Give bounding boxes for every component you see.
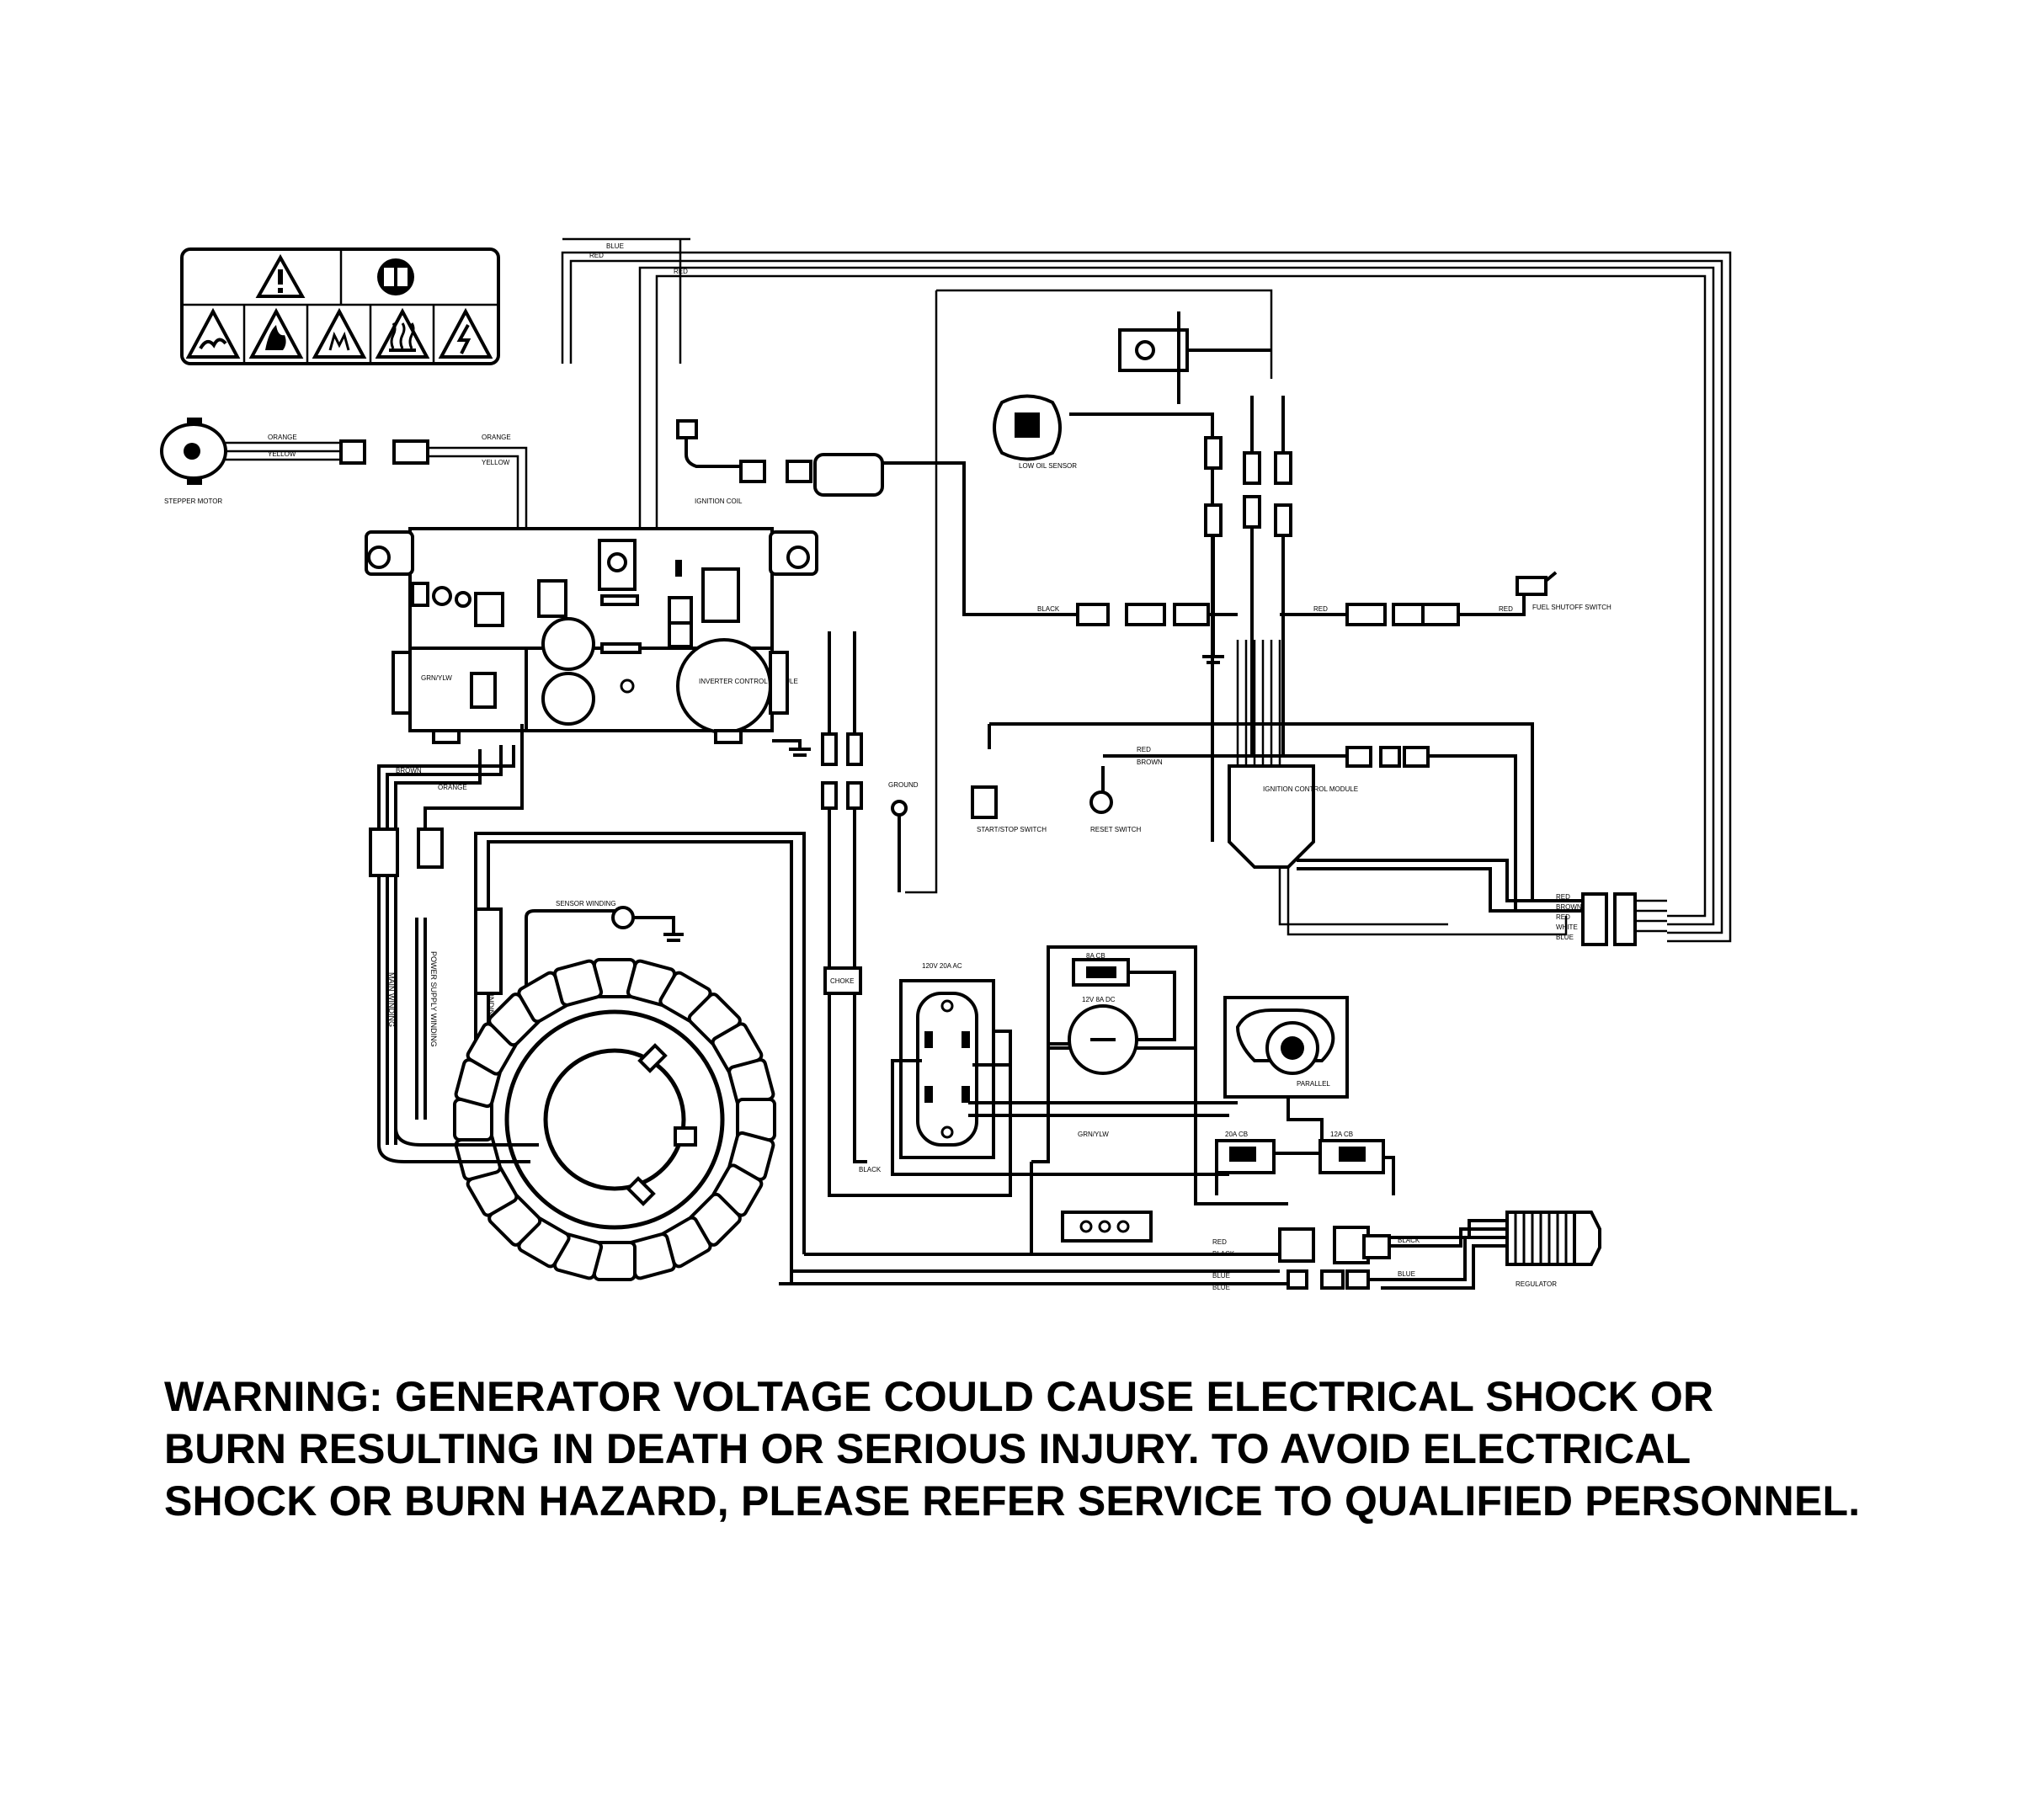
toxic-fumes-icon: [185, 307, 241, 359]
electric-shock-icon: [438, 307, 493, 359]
inverter-module-label: INVERTER CONTROL MODULE: [699, 678, 798, 685]
wire-label: GRN/YLW: [1078, 1131, 1109, 1138]
inverter-control-module: INVERTER CONTROL MODULE GRN/YLW: [365, 527, 818, 744]
wire-label: BLUE: [606, 242, 624, 250]
cb-dc-label: 8A CB: [1086, 952, 1105, 960]
mid-harness: BLACK RED RED FUEL SHUTOFF SWITCH: [964, 571, 1611, 626]
wire-label: RED: [674, 268, 688, 275]
ground-label: GROUND: [888, 781, 919, 789]
wire-label: BLACK: [859, 1166, 882, 1173]
wire-label: BLACK: [1037, 605, 1060, 613]
warning-line-1: WARNING: GENERATOR VOLTAGE COULD CAUSE E…: [164, 1373, 1714, 1420]
ignition-control-module-label: IGNITION CONTROL MODULE: [1263, 785, 1358, 793]
rectifier-regulator: REGULATOR RED BLACK BLUE BLUE BLACK BLUE: [779, 1211, 1601, 1291]
vertical-connectors: CHOKE GROUND: [821, 631, 919, 1197]
explosion-icon: [312, 307, 367, 359]
wire-label: BLUE: [1212, 1284, 1230, 1291]
reset-label: RESET SWITCH: [1090, 826, 1142, 833]
wire-label: RED: [1212, 1238, 1227, 1246]
sensor-bracket: [1118, 311, 1271, 404]
start-stop-label: START/STOP SWITCH: [977, 826, 1047, 833]
dc-outlet-label: 12V 8A DC: [1082, 996, 1116, 1003]
wire-label: BLACK: [1212, 1250, 1235, 1258]
wire-label: YELLOW: [268, 450, 296, 458]
warning-line-3: SHOCK OR BURN HAZARD, PLEASE REFER SERVI…: [164, 1477, 1861, 1525]
right-loop-wires: RED BROWN: [988, 722, 1583, 911]
wire-label: RED: [1556, 893, 1570, 901]
sensor-winding-label: SENSOR WINDING: [556, 900, 616, 907]
wire-label: BROWN: [1556, 903, 1582, 911]
wire-label: BLUE: [1212, 1272, 1230, 1280]
output-connector: RED BROWN RED WHITE BLUE: [1556, 892, 1667, 946]
read-manual-icon: [377, 258, 414, 295]
stepper-motor: STEPPER MOTOR ORANGE YELLOW ORANGE YELLO…: [160, 418, 528, 606]
stator: SENSOR WINDING: [377, 832, 850, 1281]
warning-triangle-icon: [255, 253, 306, 298]
cb-ac-1-label: 20A CB: [1225, 1131, 1248, 1138]
wire-label: ORANGE: [438, 784, 467, 791]
dc-outlet[interactable]: 8A CB 12V 8A DC: [1030, 945, 1288, 1256]
wire-label: BLACK: [1398, 1237, 1420, 1244]
wire-label: RED: [1313, 605, 1328, 613]
module-ground: [772, 739, 811, 757]
low-oil-sensor: LOW OIL SENSOR: [993, 394, 1214, 842]
wire-label: ORANGE: [482, 434, 511, 441]
ac-outlet[interactable]: 120V 20A AC GRN/YLW BLACK: [850, 962, 1238, 1197]
wire-label: BLUE: [1556, 934, 1574, 941]
top-harness-wires: BLUE RED RED: [561, 237, 1732, 943]
circuit-breakers: 20A CB 12A CB: [1215, 1131, 1395, 1195]
ac-outlet-label: 120V 20A AC: [922, 962, 962, 970]
ground-symbol: [1202, 640, 1224, 664]
reset-switch[interactable]: RESET SWITCH: [1089, 790, 1142, 833]
stator-harness: MAIN WINDING POWER SUPPLY WINDING CHARGI…: [369, 724, 524, 1145]
wire-label: WHITE: [1556, 923, 1578, 931]
warning-line-2: BURN RESULTING IN DEATH OR SERIOUS INJUR…: [164, 1425, 1691, 1472]
safety-label: [180, 247, 500, 365]
regulator-label: REGULATOR: [1516, 1280, 1557, 1288]
wire-label: RED: [1556, 913, 1570, 921]
parallel-label: PARALLEL: [1297, 1080, 1330, 1088]
wire-label: YELLOW: [482, 459, 510, 466]
low-oil-sensor-label: LOW OIL SENSOR: [1019, 462, 1077, 470]
wire-label: RED: [1499, 605, 1513, 613]
start-stop-switch[interactable]: START/STOP SWITCH: [971, 785, 1047, 833]
warning-notice: WARNING: GENERATOR VOLTAGE COULD CAUSE E…: [164, 1370, 2008, 1527]
main-winding-label: MAIN WINDING: [387, 972, 396, 1027]
stepper-motor-label: STEPPER MOTOR: [164, 498, 222, 505]
cb-ac-2-label: 12A CB: [1330, 1131, 1353, 1138]
ignition-harness: [1202, 396, 1292, 850]
wire-label: BLUE: [1398, 1270, 1415, 1278]
fuel-shutoff-label: FUEL SHUTOFF SWITCH: [1532, 604, 1611, 611]
wire-label: GRN/YLW: [421, 674, 452, 682]
choke-label: CHOKE: [830, 977, 854, 985]
wire-label: BROWN: [1137, 758, 1163, 766]
wire-label: BROWN: [396, 767, 422, 774]
hot-surface-icon: [375, 307, 430, 359]
ignition-coil-label: IGNITION COIL: [695, 498, 743, 505]
ignition-control-module: IGNITION CONTROL MODULE: [1228, 764, 1583, 936]
power-supply-winding-label: POWER SUPPLY WINDING: [429, 951, 438, 1047]
wire-label: RED: [589, 252, 604, 259]
fire-icon: [248, 307, 304, 359]
wire-label: ORANGE: [268, 434, 297, 441]
wire-label: RED: [1137, 746, 1151, 753]
